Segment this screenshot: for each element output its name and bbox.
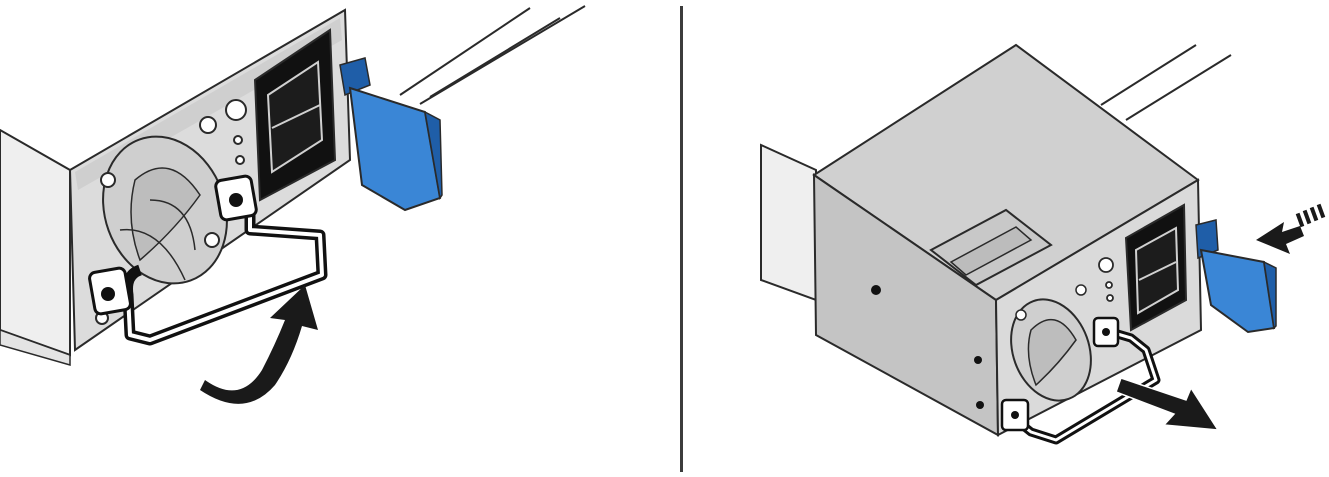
- status-led-icons: [1098, 257, 1114, 302]
- panel-divider: [680, 6, 683, 472]
- step-1-panel: [0, 5, 586, 404]
- release-latch: [1195, 219, 1277, 334]
- chassis-body: [0, 128, 71, 366]
- step-2-illustration: [760, 43, 1326, 445]
- power-connector-icon: [1124, 203, 1188, 332]
- pull-arrow-icon: [1115, 377, 1220, 431]
- step-1-illustration: [0, 5, 586, 404]
- chassis-rails: [399, 5, 586, 105]
- step-2-panel: [686, 0, 1329, 477]
- push-arrow-icon: [1256, 203, 1326, 254]
- chassis-body: [760, 143, 817, 302]
- psu-fan-icon: [102, 135, 228, 285]
- handle: [88, 174, 328, 346]
- release-latch: [339, 57, 443, 212]
- chassis-rails: [1100, 44, 1232, 121]
- curved-arrow-icon: [200, 285, 318, 404]
- psu-fan-icon: [1010, 284, 1092, 402]
- screw-icons: [95, 116, 220, 325]
- power-connector-icon: [253, 28, 337, 202]
- status-led-icons: [225, 99, 247, 165]
- handle: [1000, 316, 1161, 445]
